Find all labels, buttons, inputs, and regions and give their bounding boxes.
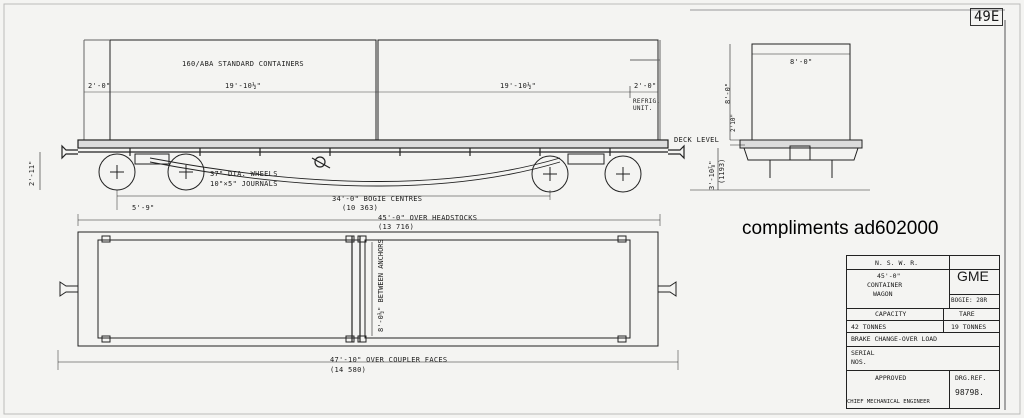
brake-note: BRAKE CHANGE-OVER LOAD xyxy=(851,335,938,343)
engineer-label: CHIEF MECHANICAL ENGINEER xyxy=(847,399,930,405)
bogie-centres-metric: (10 363) xyxy=(342,204,379,212)
dim-container-1: 19'-10½" xyxy=(225,82,262,90)
wagon-code: GME xyxy=(957,268,989,284)
underframe xyxy=(61,139,685,187)
bogie-centres: 34'-0" BOGIE CENTRES xyxy=(332,195,423,203)
bogie-type: BOGIE: 28R xyxy=(951,297,988,304)
side-view-containers xyxy=(83,39,661,143)
end-view xyxy=(690,43,870,191)
title-line-2: CONTAINER xyxy=(867,281,903,289)
drg-ref-value: 98798. xyxy=(955,388,984,397)
capacity-label: CAPACITY xyxy=(875,310,907,318)
dim-wheel-offset: 5'-9" xyxy=(132,204,155,212)
between-anchors: 8'-0½" BETWEEN ANCHORS xyxy=(377,239,385,332)
over-coupler-faces: 47'-10" OVER COUPLER FACES xyxy=(330,356,448,364)
title-line-1: 45'-0" xyxy=(877,272,901,280)
wheels-note-1: 37" DIA. WHEELS xyxy=(210,170,278,178)
dim-right-end: 2'-0" xyxy=(634,82,657,90)
dim-container-2: 19'-10½" xyxy=(500,82,537,90)
over-headstocks: 45'-0" OVER HEADSTOCKS xyxy=(378,214,478,222)
drg-ref-label: DRG.REF. xyxy=(955,374,987,382)
serial-label: SERIAL xyxy=(851,349,875,357)
compliments-watermark: compliments ad602000 xyxy=(742,218,939,239)
dim-height: 2'-11" xyxy=(28,160,36,186)
title-block: N. S. W. R. 45'-0" CONTAINER WAGON GME B… xyxy=(846,255,1000,409)
capacity-value: 42 TONNES xyxy=(851,323,887,331)
approved-label: APPROVED xyxy=(875,374,907,382)
plan-view xyxy=(57,231,679,370)
refrig-unit-label: REFRIG. UNIT. xyxy=(633,98,661,112)
rail-to-deck: 3'-10⅞" xyxy=(708,160,716,190)
containers-label: 160/ABA STANDARD CONTAINERS xyxy=(182,60,304,68)
wheels-note-2: 10"×5" JOURNALS xyxy=(210,180,278,188)
sheet-number: 49E xyxy=(970,8,1004,26)
dim-left-end: 2'-0" xyxy=(88,82,111,90)
over-coupler-faces-metric: (14 580) xyxy=(330,366,367,374)
deck-dim: 2'10" xyxy=(730,113,737,132)
title-line-3: WAGON xyxy=(873,290,893,298)
end-view-height: 8'-0" xyxy=(724,82,732,104)
tare-label: TARE xyxy=(959,310,975,318)
deck-level: DECK LEVEL xyxy=(674,136,720,144)
railway-name: N. S. W. R. xyxy=(875,259,919,267)
end-view-width: 8'-0" xyxy=(790,58,813,66)
over-headstocks-metric: (13 716) xyxy=(378,223,415,231)
tare-value: 19 TONNES xyxy=(951,323,987,331)
nos-label: NOS. xyxy=(851,358,867,366)
rail-to-deck-metric: (1193) xyxy=(718,158,726,184)
